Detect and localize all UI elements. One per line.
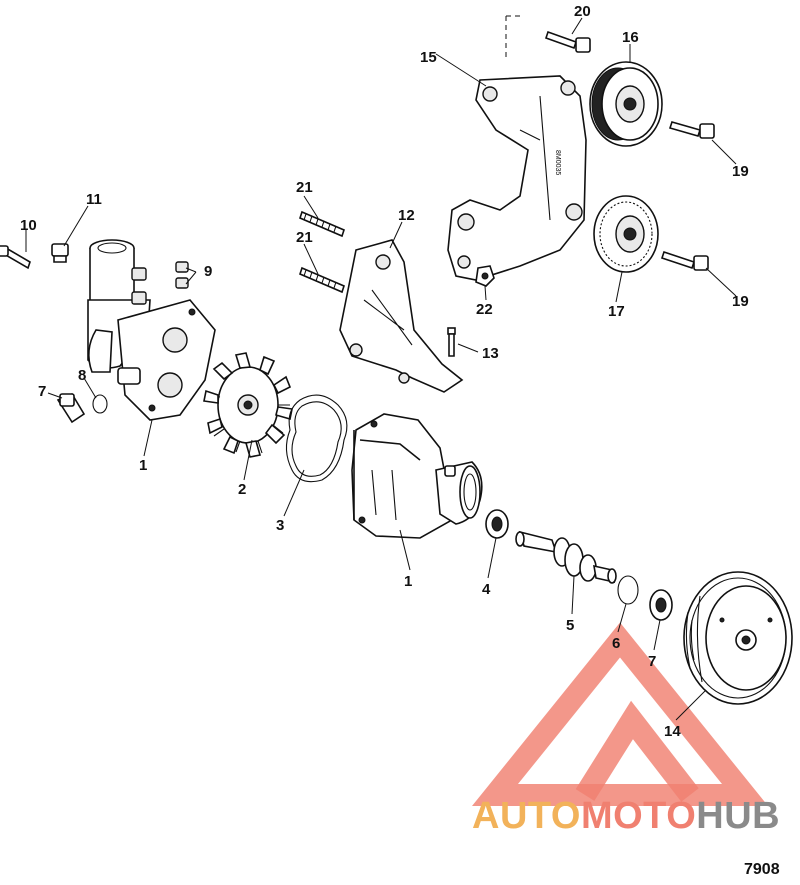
callout-19-lower: 19 <box>732 293 749 310</box>
callout-22: 22 <box>476 301 493 318</box>
callout-1-left: 1 <box>139 457 147 474</box>
callout-17: 16 <box>622 29 639 46</box>
drain-plug-8 <box>56 392 86 424</box>
idler-pulley-lower <box>593 195 659 273</box>
seal-outer <box>649 589 673 621</box>
idler-pulley-upper <box>589 61 663 147</box>
bracket-small <box>339 239 464 393</box>
callout-labels: 10 11 9 7 8 1 2 3 1 4 5 6 7 14 12 21 21 … <box>20 3 749 740</box>
callout-13: 12 <box>398 207 415 224</box>
pulley <box>683 571 793 705</box>
bolt-11 <box>0 245 31 270</box>
bolt-20 <box>505 15 591 60</box>
callout-3: 3 <box>276 517 284 534</box>
bolt-19-lower <box>660 250 709 271</box>
callout-10: 9 <box>204 263 212 280</box>
pump-body-left <box>87 239 216 421</box>
bolt-14 <box>447 327 456 357</box>
pump-housing-main <box>351 413 483 539</box>
watermark-word-auto: AUTO <box>472 795 581 837</box>
bracket-stamp-text: 8M0035 <box>554 150 561 175</box>
callout-5: 5 <box>566 617 574 634</box>
callout-2: 2 <box>238 481 246 498</box>
impeller <box>203 352 293 458</box>
shaft-bearing <box>515 530 617 584</box>
bolt-12 <box>51 243 69 263</box>
callout-11: 10 <box>20 217 37 234</box>
callout-16: 15 <box>420 49 437 66</box>
callout-21-upper: 21 <box>296 179 313 196</box>
watermark-inner-m <box>575 700 699 802</box>
callout-12: 11 <box>86 191 102 208</box>
plug-10 <box>175 261 189 289</box>
seal <box>485 509 509 539</box>
callout-15: 14 <box>664 723 681 740</box>
watermark-triangle <box>471 622 769 806</box>
callout-4: 4 <box>482 581 491 598</box>
callout-14: 13 <box>482 345 499 362</box>
callout-18: 17 <box>608 303 625 320</box>
nut-22 <box>475 265 495 287</box>
callout-19-upper: 19 <box>732 163 749 180</box>
callout-21-lower: 21 <box>296 229 313 246</box>
o-ring <box>617 575 639 605</box>
figure-number: 7908 <box>744 861 780 878</box>
o-ring-9 <box>92 394 108 414</box>
watermark-word-moto: MOTO <box>581 795 696 837</box>
watermark-text: AUTOMOTOHUB <box>472 795 780 837</box>
callout-8: 7 <box>38 383 46 400</box>
stud-21-lower <box>299 266 345 294</box>
leader-lines <box>25 17 737 721</box>
stud-21-upper <box>299 210 345 238</box>
callout-1-center: 1 <box>404 573 412 590</box>
callout-7: 7 <box>648 653 656 670</box>
bracket-main: 8M0035 <box>447 75 587 281</box>
watermark-logo <box>471 622 769 806</box>
gasket <box>285 394 348 483</box>
callout-6: 6 <box>612 635 620 652</box>
callout-9: 8 <box>78 367 86 384</box>
bolt-19-upper <box>668 121 715 139</box>
watermark-word-hub: HUB <box>696 795 780 837</box>
callout-20: 20 <box>574 3 591 20</box>
